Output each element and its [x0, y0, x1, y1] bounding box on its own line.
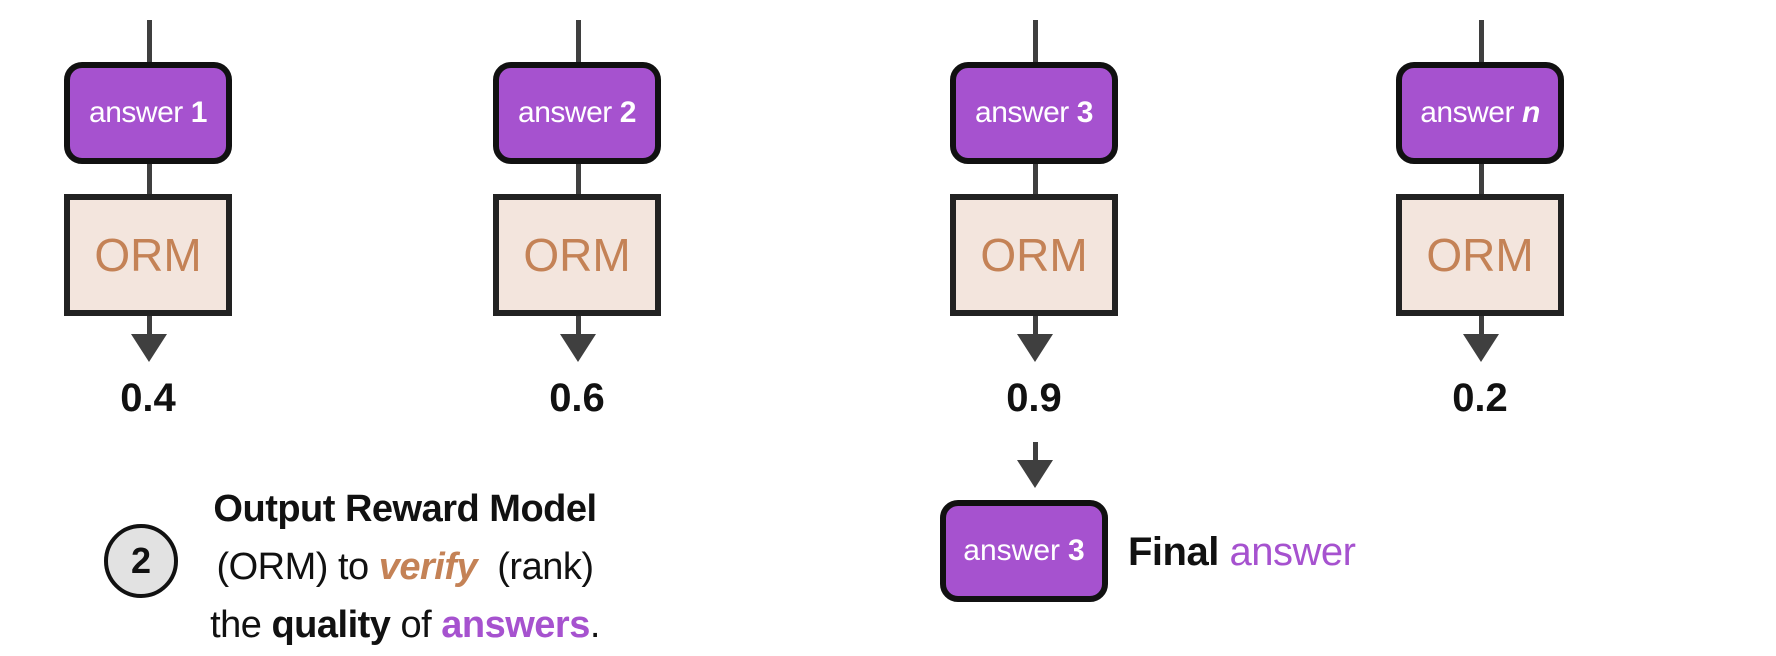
orm-box: ORM: [1396, 194, 1564, 316]
connector-line: [146, 20, 152, 62]
connector-line: [575, 20, 581, 62]
caption-line-1: Output Reward Model: [170, 480, 640, 538]
connector-line: [1478, 164, 1484, 194]
answer-number: 1: [190, 96, 208, 129]
orm-box: ORM: [950, 194, 1118, 316]
caption-text: the: [210, 604, 272, 646]
answer-number: n: [1521, 96, 1540, 129]
caption-answers: answers: [441, 604, 590, 646]
score-value: 0.4: [120, 376, 176, 420]
orm-label: ORM: [94, 229, 202, 281]
caption-text: (rank): [477, 546, 594, 588]
caption-quality: quality: [271, 604, 391, 646]
step-number-badge: 2: [104, 524, 178, 598]
final-answer-label: Final answer: [1128, 530, 1356, 575]
answer-label: answer: [89, 96, 183, 129]
answer-label: answer: [1420, 96, 1514, 129]
answer-number: 3: [1076, 96, 1094, 129]
arrow-down-icon: [1017, 460, 1053, 488]
final-label-bold: Final: [1128, 530, 1219, 574]
connector-line: [1478, 316, 1484, 336]
connector-line: [1032, 20, 1038, 62]
connector-line: [1032, 442, 1038, 462]
arrow-down-icon: [131, 334, 167, 362]
orm-label: ORM: [1426, 229, 1534, 281]
connector-line: [575, 164, 581, 194]
score-value: 0.9: [1006, 376, 1062, 420]
caption-text: (ORM) to: [216, 546, 379, 588]
answer-number: 2: [619, 96, 637, 129]
answer-label: answer: [975, 96, 1069, 129]
connector-line: [1032, 316, 1038, 336]
caption-verify: verify: [378, 546, 478, 588]
connector-line: [146, 316, 152, 336]
caption-title: Output Reward Model: [213, 488, 597, 530]
step-number: 2: [130, 540, 152, 581]
final-label-colored: answer: [1229, 530, 1356, 574]
orm-label: ORM: [980, 229, 1088, 281]
orm-label: ORM: [523, 229, 631, 281]
caption-line-2: (ORM) to verify (rank): [170, 538, 640, 596]
caption-line-3: the quality of answers.: [170, 596, 640, 654]
caption-text: .: [589, 604, 601, 646]
connector-line: [1478, 20, 1484, 62]
score-value: 0.6: [549, 376, 605, 420]
answer-number: 3: [1068, 534, 1085, 567]
score-value: 0.2: [1452, 376, 1508, 420]
orm-box: ORM: [493, 194, 661, 316]
step-caption: Output Reward Model (ORM) to verify (ran…: [170, 480, 640, 654]
arrow-down-icon: [1463, 334, 1499, 362]
orm-box: ORM: [64, 194, 232, 316]
caption-text: of: [390, 604, 442, 646]
connector-line: [146, 164, 152, 194]
arrow-down-icon: [1017, 334, 1053, 362]
answer-label: answer: [963, 534, 1061, 567]
answer-label: answer: [518, 96, 612, 129]
connector-line: [1032, 164, 1038, 194]
arrow-down-icon: [560, 334, 596, 362]
connector-line: [575, 316, 581, 336]
